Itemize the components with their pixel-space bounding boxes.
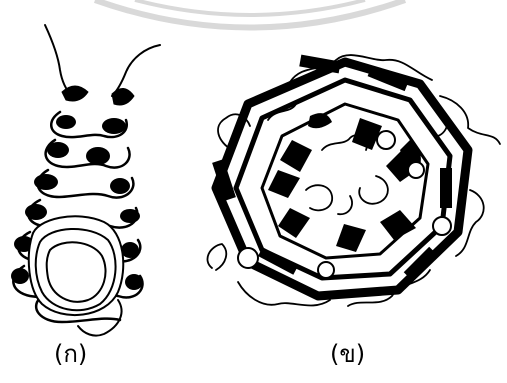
panel-b-label: (ข) [330, 342, 365, 366]
panel-a-helix-bundle [11, 25, 160, 336]
panel-a-barrel-domain [29, 216, 123, 315]
panel-a-tail-left [45, 25, 72, 96]
watermark-arcs [95, 0, 405, 28]
panel-a-label: (ก) [54, 342, 87, 366]
panel-b-heptameric-ring [207, 55, 500, 306]
panel-b-radial-helices [268, 113, 421, 252]
panel-b-middle-ring [236, 80, 450, 278]
panel-a-tail-right [112, 45, 160, 96]
